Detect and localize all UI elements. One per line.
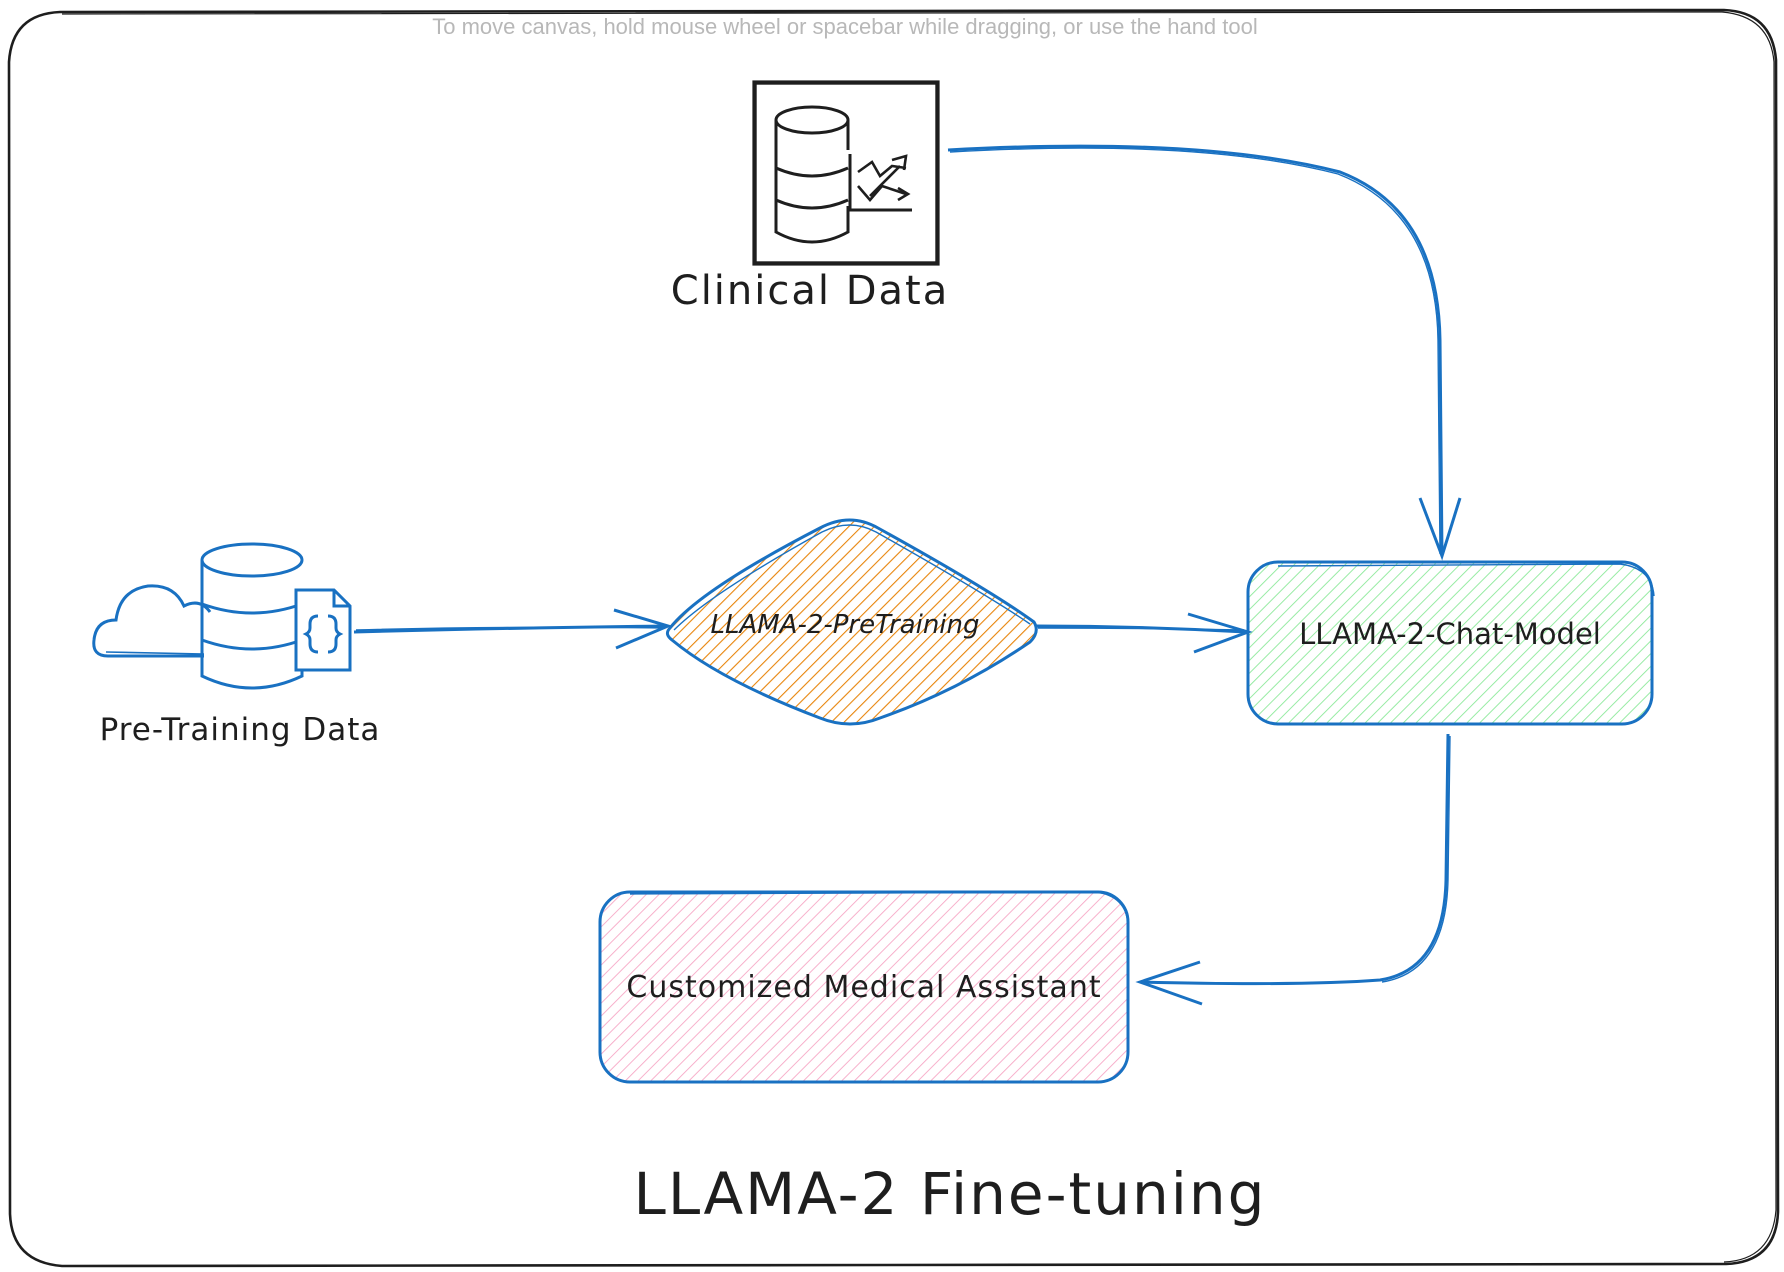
pretraining-data-label[interactable]: Pre-Training Data bbox=[99, 712, 381, 748]
canvas-hint: To move canvas, hold mouse wheel or spac… bbox=[432, 14, 1258, 39]
diagram-title[interactable]: LLAMA-2 Fine-tuning bbox=[633, 1160, 1267, 1228]
frame-border bbox=[7, 8, 1780, 1268]
pretraining-diamond[interactable] bbox=[665, 518, 1038, 726]
cloud-database-json-icon[interactable] bbox=[92, 542, 352, 690]
arrow-clinical-to-chat[interactable] bbox=[947, 144, 1462, 561]
chat-model-box[interactable] bbox=[1246, 560, 1655, 726]
database-chart-icon[interactable] bbox=[752, 80, 940, 266]
arrow-chat-to-assistant[interactable] bbox=[1135, 733, 1451, 1006]
arrow-pretraining-to-chat[interactable] bbox=[1035, 612, 1253, 654]
assistant-box[interactable] bbox=[598, 890, 1130, 1084]
pretraining-label[interactable]: LLAMA-2-PreTraining bbox=[710, 610, 980, 640]
assistant-label[interactable]: Customized Medical Assistant bbox=[626, 970, 1102, 1005]
arrow-pretrain-data-to-pretraining[interactable] bbox=[353, 608, 673, 650]
chat-model-label[interactable]: LLAMA-2-Chat-Model bbox=[1299, 617, 1601, 651]
clinical-data-label[interactable]: Clinical Data bbox=[670, 268, 950, 314]
